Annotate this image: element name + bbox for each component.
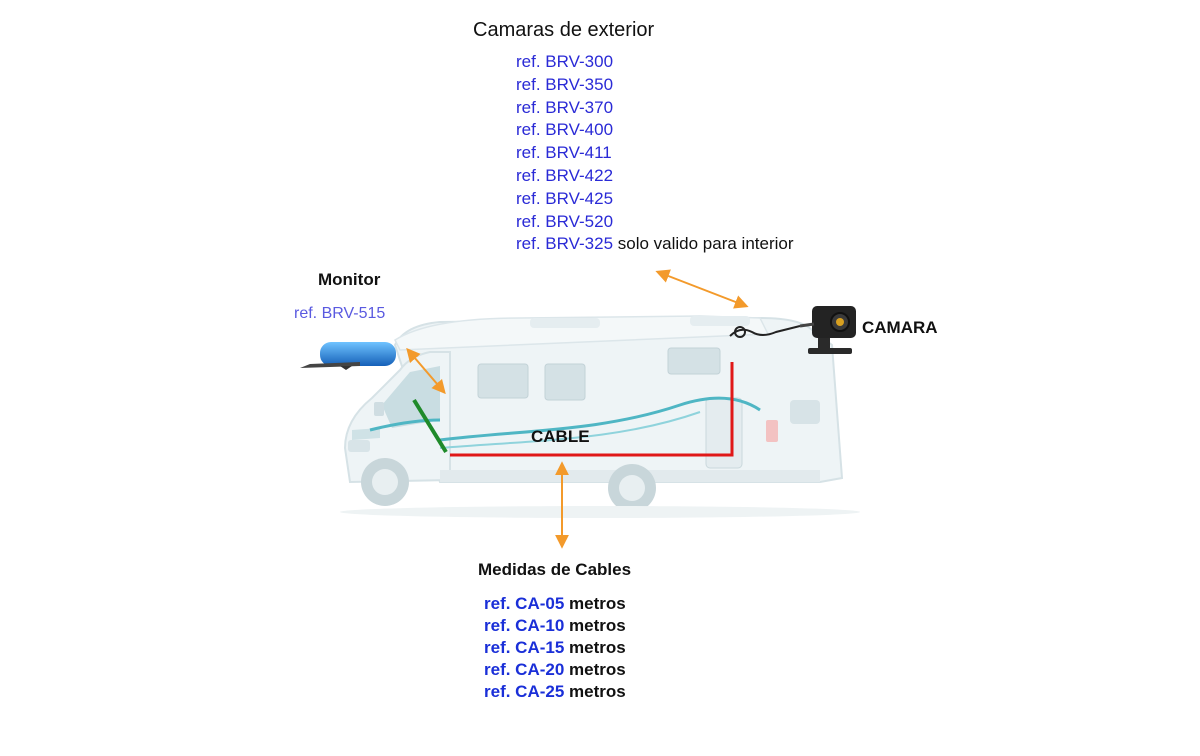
cable-ref: ref. CA-25	[484, 682, 565, 701]
camera-ref: ref. BRV-411	[516, 143, 612, 163]
camera-pointer-arrow	[655, 269, 749, 309]
camera-ref: ref. BRV-425	[516, 188, 614, 208]
camera-ref: ref. BRV-350	[516, 74, 614, 94]
camera-ref: ref. BRV-325	[516, 234, 614, 254]
list-item: ref. CA-25 metros	[484, 681, 626, 703]
monitor-ref: ref. BRV-515	[294, 305, 386, 322]
cable-unit: metros	[564, 616, 626, 635]
list-item: ref. BRV-370	[516, 97, 794, 120]
monitor-label: Monitor	[318, 270, 381, 289]
cable-ref: ref. CA-05	[484, 594, 565, 613]
camera-ref: ref. BRV-520	[516, 211, 614, 231]
exterior-cameras-list: ref. BRV-300 ref. BRV-350 ref. BRV-370 r…	[516, 51, 794, 256]
monitor-icon	[300, 342, 396, 370]
camera-ref: ref. BRV-370	[516, 97, 614, 117]
motorhome-illustration	[340, 315, 860, 518]
camera-icon	[729, 306, 856, 354]
list-item: ref. BRV-422	[516, 165, 794, 188]
cable-unit: metros	[564, 594, 626, 613]
camera-note: solo valido para interior	[613, 234, 794, 254]
camera-ref: ref. BRV-422	[516, 165, 614, 185]
cable-unit: metros	[564, 660, 626, 679]
list-item: ref. CA-20 metros	[484, 659, 626, 681]
monitor-pointer-arrow	[406, 347, 446, 395]
list-item: ref. CA-10 metros	[484, 615, 626, 637]
monitor-cable-line	[412, 398, 448, 454]
cable-unit: metros	[564, 682, 626, 701]
list-item: ref. CA-15 metros	[484, 637, 626, 659]
list-item: ref. BRV-300	[516, 51, 794, 74]
exterior-cameras-title: Camaras de exterior	[473, 19, 655, 41]
list-item: ref. BRV-411	[516, 142, 794, 165]
cable-ref: ref. CA-15	[484, 638, 565, 657]
cable-sizes-list: ref. CA-05 metros ref. CA-10 metros ref.…	[484, 593, 626, 703]
camera-ref: ref. BRV-300	[516, 52, 614, 71]
cable-label: CABLE	[531, 427, 590, 446]
list-item: ref. BRV-400	[516, 119, 794, 142]
list-item: ref. BRV-425	[516, 188, 794, 211]
list-item: ref. CA-05 metros	[484, 593, 626, 615]
list-item: ref. BRV-325 solo valido para interior	[516, 233, 794, 256]
camera-label: CAMARA	[862, 318, 938, 337]
cable-ref: ref. CA-20	[484, 660, 565, 679]
camera-ref: ref. BRV-400	[516, 120, 614, 140]
cable-sizes-title: Medidas de Cables	[478, 560, 632, 579]
cable-unit: metros	[564, 638, 626, 657]
list-item: ref. BRV-520	[516, 211, 794, 234]
list-item: ref. BRV-350	[516, 74, 794, 97]
cable-route-line	[450, 362, 734, 457]
cable-ref: ref. CA-10	[484, 616, 565, 635]
